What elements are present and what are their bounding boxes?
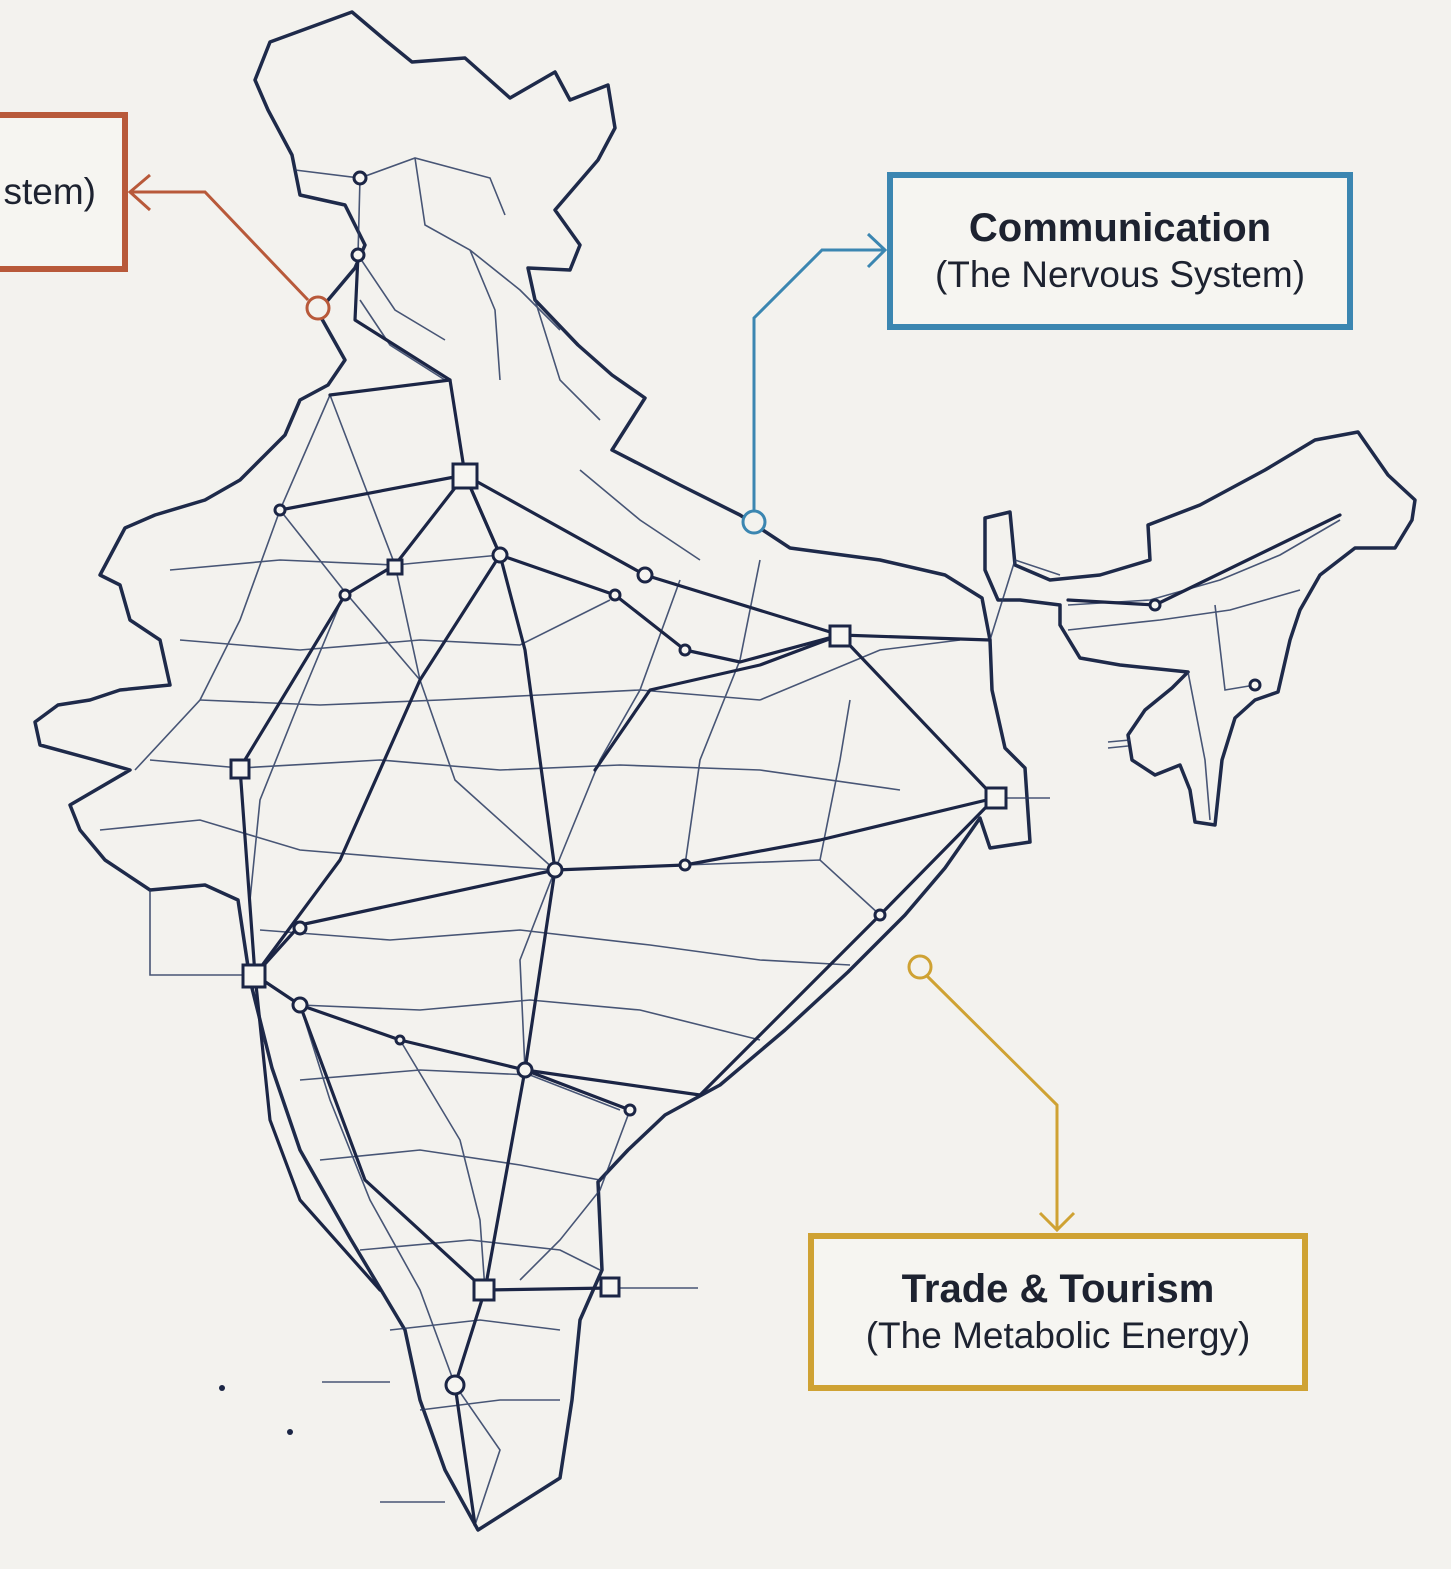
junction-node: [623, 1103, 637, 1117]
hub-node: [229, 758, 251, 780]
hub-node: [386, 558, 404, 576]
network-major-routes: [238, 253, 1342, 1527]
junction-node: [491, 546, 509, 564]
junction-node: [273, 503, 287, 517]
junction-node: [636, 566, 654, 584]
junction-node: [1148, 598, 1162, 612]
junction-node: [394, 1034, 406, 1046]
trade-leader: [907, 954, 1076, 1233]
junction-node: [292, 920, 308, 936]
hub-node: [828, 624, 852, 648]
communication-leader: [741, 232, 888, 535]
trade-callout-subtitle: (The Metabolic Energy): [865, 1315, 1251, 1356]
junction-node: [608, 588, 622, 602]
communication-callout: Communication (The Nervous System): [887, 172, 1353, 330]
junction-node: [1248, 678, 1262, 692]
transport-leader: [127, 173, 331, 321]
junction-node: [352, 170, 368, 186]
junction-node: [291, 996, 309, 1014]
transport-callout: stem): [0, 112, 128, 272]
hub-node: [241, 963, 267, 989]
india-outline: [33, 10, 1032, 1532]
stray-dot: [287, 1429, 293, 1435]
transport-callout-subtitle: stem): [3, 171, 97, 212]
hub-node: [984, 786, 1008, 810]
communication-callout-subtitle: (The Nervous System): [934, 254, 1306, 295]
hub-node: [599, 1276, 621, 1298]
junction-node: [873, 908, 887, 922]
communication-callout-title: Communication: [968, 206, 1272, 250]
junction-node: [338, 588, 352, 602]
trade-callout-title: Trade & Tourism: [901, 1267, 1215, 1311]
junction-node: [444, 1374, 466, 1396]
junction-node: [678, 643, 692, 657]
network-nodes: [229, 170, 1262, 1396]
junction-node: [350, 247, 366, 263]
hub-node: [451, 462, 479, 490]
stray-dot: [219, 1385, 225, 1391]
trade-callout: Trade & Tourism (The Metabolic Energy): [808, 1233, 1308, 1391]
hub-node: [472, 1278, 496, 1302]
junction-node: [546, 861, 564, 879]
junction-node: [678, 858, 692, 872]
northeast-outline: [983, 430, 1417, 827]
junction-node: [516, 1061, 534, 1079]
